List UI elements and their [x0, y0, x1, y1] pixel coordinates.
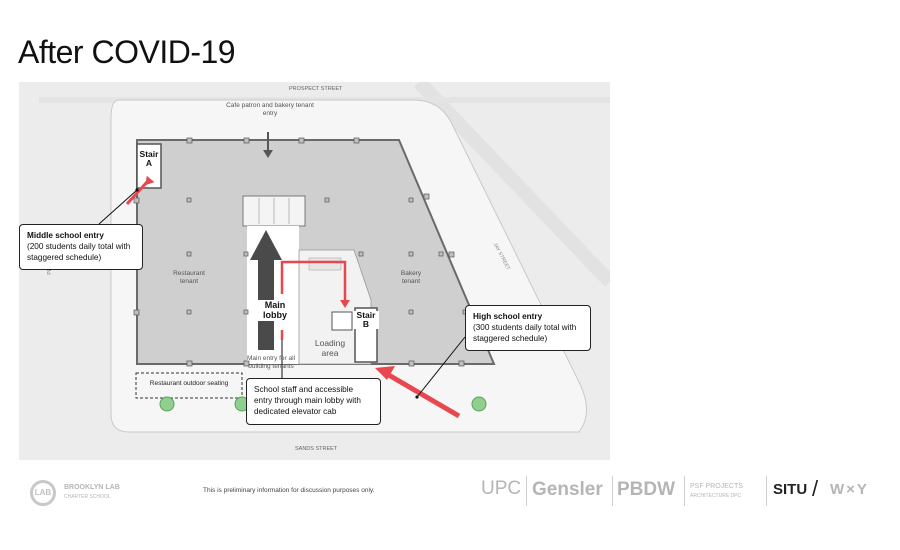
charter-school-label: CHARTER SCHOOL	[64, 494, 111, 500]
situ-logo: SITU	[773, 481, 808, 498]
high-school-route	[385, 371, 461, 419]
middle-school-callout-body: (200 students daily total with staggered…	[27, 242, 131, 263]
psf-architecture-label: ARCHITECTURE DPC	[690, 493, 742, 499]
brooklyn-lab-logo: BROOKLYN LAB	[64, 484, 120, 491]
brooklyn-lab-logo-icon: LAB	[30, 480, 56, 506]
slash-icon: /	[812, 476, 819, 501]
staff-entry-callout-body: School staff and accessible entry throug…	[254, 385, 361, 417]
pbdw-logo: PBDW	[617, 479, 676, 500]
logo-divider	[612, 476, 613, 506]
cafe-entry-label: Cafe patron and bakery tenant entry	[226, 102, 314, 118]
staff-route-line	[280, 260, 347, 302]
stair-a-label: Stair A	[139, 149, 159, 168]
gensler-logo: Gensler	[532, 479, 603, 500]
upc-logo: UPC	[481, 478, 522, 499]
psf-projects-logo: PSF PROJECTS	[690, 483, 743, 490]
stair-b-label: Stair B	[353, 311, 379, 329]
loading-area-label: Loading area	[314, 338, 346, 359]
page-title: After COVID-19	[18, 34, 236, 70]
logo-divider	[766, 476, 767, 506]
logo-divider	[526, 476, 527, 506]
main-entry-label: Main entry for all building tenants	[246, 355, 296, 371]
bakery-label: Bakery tenant	[400, 270, 422, 286]
disclaimer-note: This is preliminary information for disc…	[203, 487, 375, 494]
street-trees	[159, 396, 487, 412]
logo-divider	[684, 476, 685, 506]
middle-school-callout-title: Middle school entry	[27, 231, 104, 240]
high-school-callout-body: (300 students daily total with staggered…	[473, 323, 577, 344]
outdoor-seating-label: Restaurant outdoor seating	[149, 380, 229, 387]
middle-school-callout: Middle school entry (200 students daily …	[19, 224, 143, 270]
staff-entry-callout: School staff and accessible entry throug…	[246, 378, 381, 425]
stair-a-box	[136, 143, 162, 189]
prospect-street-label: PROSPECT STREET	[289, 86, 343, 92]
high-school-callout: High school entry (300 students daily to…	[465, 305, 591, 351]
floor-plan-drawing	[19, 82, 610, 460]
main-lobby-label: Main lobby	[257, 300, 293, 321]
high-school-callout-title: High school entry	[473, 312, 543, 321]
restaurant-label: Restaurant tenant	[173, 270, 205, 286]
outdoor-seating-zone	[135, 372, 243, 399]
wxy-logo: W×Y	[830, 481, 869, 498]
middle-school-route	[125, 180, 149, 206]
sands-street-label: SANDS STREET	[295, 446, 338, 452]
site-plan: PROSPECT STREET SANDS STREET PEARL STREE…	[19, 82, 610, 460]
